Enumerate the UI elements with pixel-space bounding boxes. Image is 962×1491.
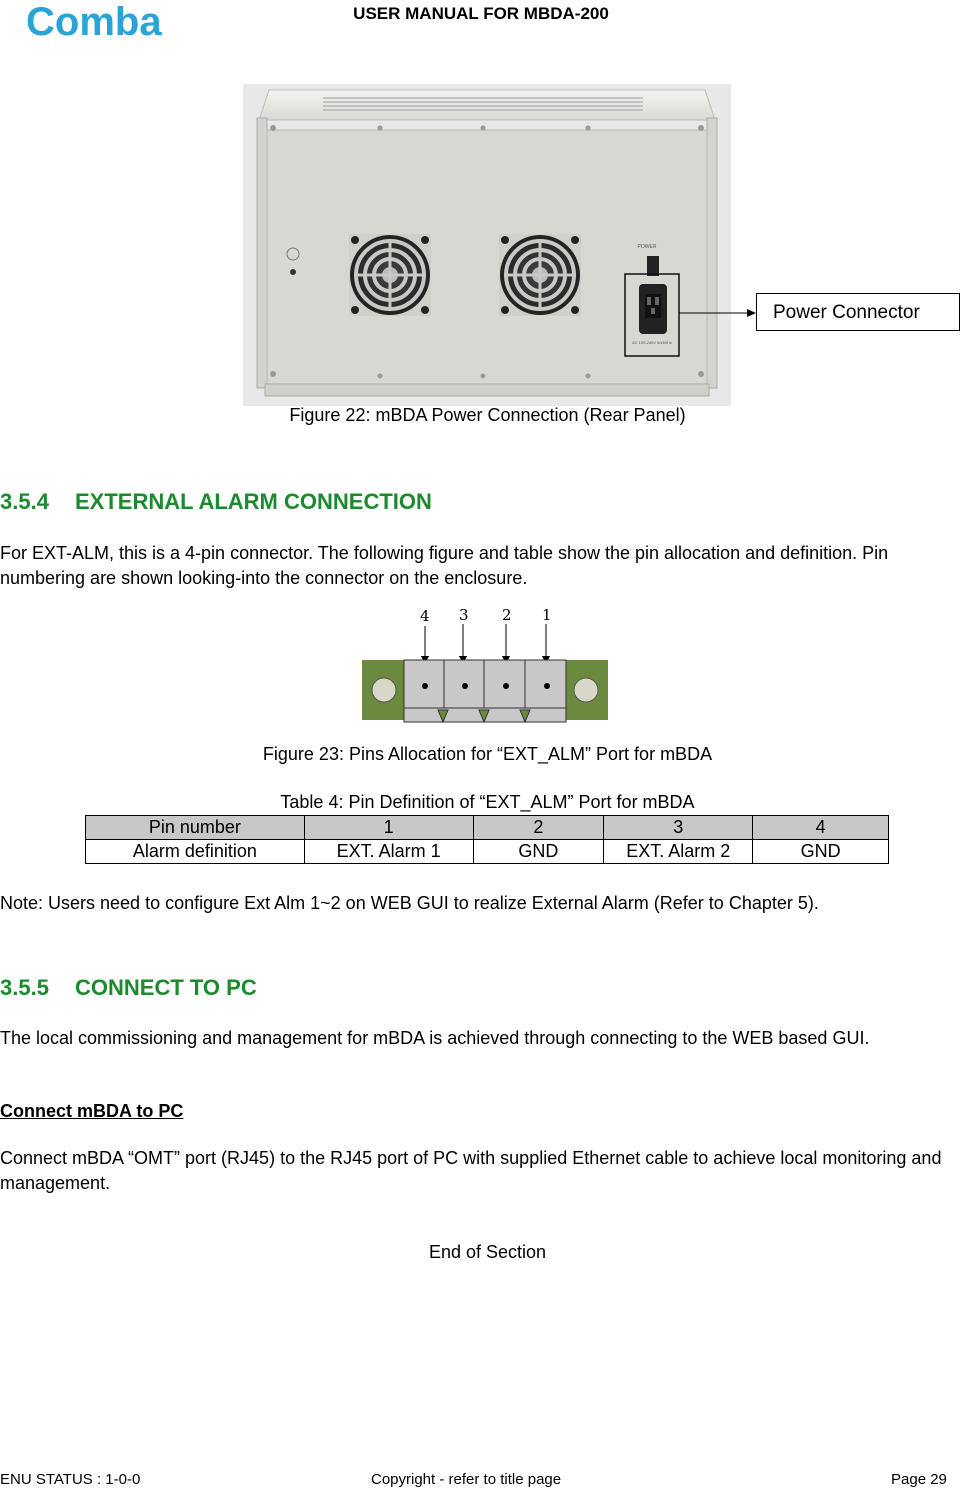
figure-22-caption: Figure 22: mBDA Power Connection (Rear P… [289, 405, 686, 425]
table-4-caption: Table 4: Pin Definition of “EXT_ALM” Por… [280, 792, 695, 812]
svg-text:POWER: POWER [638, 244, 657, 250]
document-title: USER MANUAL FOR MBDA-200 [353, 4, 609, 23]
pin-label: 2 [502, 606, 512, 624]
table-cell: 1 [303, 815, 474, 840]
connect-subheading: Connect mBDA to PC [0, 1101, 184, 1121]
end-of-section: End of Section [428, 1242, 547, 1262]
connect-to-pc-body: Connect mBDA “OMT” port (RJ45) to the RJ… [0, 1148, 942, 1193]
comba-logo: Comba [26, 2, 162, 40]
connect-to-pc-intro: The local commissioning and management f… [0, 1028, 870, 1048]
callout-arrow [731, 309, 756, 317]
external-alarm-intro: For EXT-ALM, this is a 4-pin connector. … [0, 543, 889, 588]
svg-text:Comba: Comba [26, 2, 162, 40]
table-cell: 3 [603, 815, 754, 840]
svg-text:AC 100-240V 50/60Hz: AC 100-240V 50/60Hz [632, 340, 672, 345]
power-connector-callout: Power Connector [756, 293, 960, 331]
table-cell: 4 [752, 815, 889, 840]
figure-23-caption: Figure 23: Pins Allocation for “EXT_ALM”… [262, 744, 713, 764]
pin-label: 4 [420, 607, 430, 625]
ext-alm-connector-diagram: 4 3 2 1 [362, 606, 608, 724]
ext-alarm-note: Note: Users need to configure Ext Alm 1~… [0, 893, 819, 913]
table-cell: GND [472, 839, 605, 864]
pin-definition-table: Pin number 1 2 3 4 Alarm definition EXT.… [85, 815, 889, 864]
table-cell: EXT. Alarm 1 [303, 839, 474, 864]
footer-page-number: Page 29 [891, 1471, 947, 1488]
footer-copyright: Copyright - refer to title page [371, 1471, 562, 1488]
pin-label: 3 [459, 606, 469, 624]
table-cell: EXT. Alarm 2 [603, 839, 754, 864]
footer-status: ENU STATUS : 1-0-0 [0, 1471, 141, 1488]
table-cell: 2 [472, 815, 605, 840]
table-cell: Pin number [85, 815, 305, 840]
pin-label: 1 [542, 606, 552, 624]
table-header-row: Pin number 1 2 3 4 [85, 815, 889, 840]
table-cell: GND [752, 839, 889, 864]
table-cell: Alarm definition [85, 839, 305, 864]
table-row: Alarm definition EXT. Alarm 1 GND EXT. A… [85, 839, 889, 864]
rear-panel-image: POWER AC 100-240V 50/60Hz [243, 84, 731, 406]
